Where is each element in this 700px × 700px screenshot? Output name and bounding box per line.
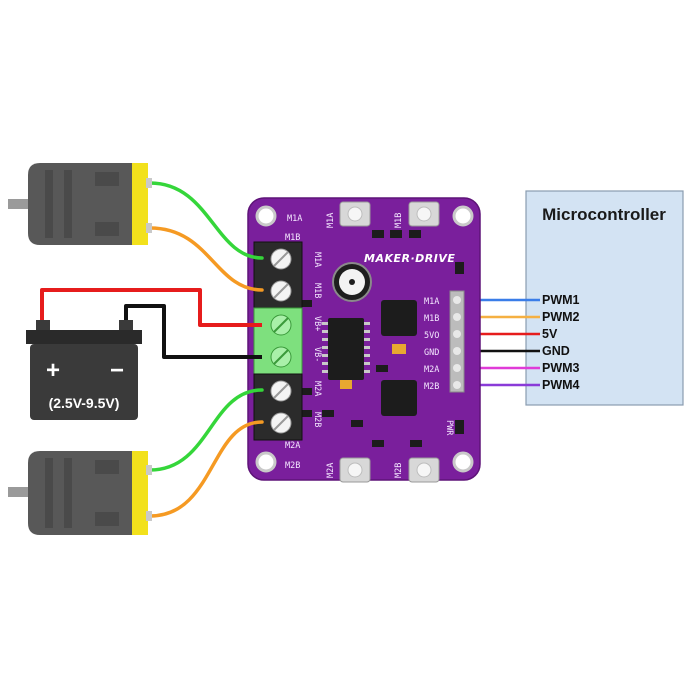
pcb-label-m2a-bottom: M2A (285, 441, 300, 451)
terminal-label-m2b: M2B (312, 412, 322, 427)
terminal-label-m2a: M2A (312, 381, 322, 396)
power-led (392, 344, 406, 354)
header-label-m2b: M2B (424, 382, 439, 392)
button-m2a-bottom[interactable] (339, 457, 371, 483)
microcontroller-title: Microcontroller (542, 205, 666, 224)
battery-wires (40, 288, 262, 359)
mcu-pin-pwm2: PWM2 (542, 310, 580, 324)
driver-ic (322, 318, 370, 380)
mcu-pin-pwm1: PWM1 (542, 293, 580, 307)
microcontroller-box: Microcontroller PWM1 PWM2 5V GND PWM3 PW… (525, 190, 684, 406)
motor-driver-chip-1 (381, 300, 417, 336)
motor-2-shaft (8, 487, 30, 497)
battery: + − (2.5V-9.5V) (26, 320, 142, 420)
mounting-hole-top-left (255, 205, 277, 227)
battery-wire-black (124, 304, 262, 359)
motor-1-wire-orange (148, 226, 264, 292)
motor-2 (8, 451, 152, 535)
button-m1b-top[interactable] (408, 201, 440, 227)
battery-wire-red (40, 288, 262, 327)
terminal-label-vb-plus: VB+ (312, 316, 322, 331)
battery-terminal-positive (36, 320, 50, 330)
mounting-hole-bottom-left (255, 451, 277, 473)
board-brand-logo: MAKER·DRIVE (364, 252, 455, 265)
motor-1-endcap (132, 163, 148, 245)
mounting-hole-bottom-right (452, 451, 474, 473)
pcb-label-m1a-switch: M1A (326, 213, 336, 228)
mcu-pin-5v: 5V (542, 327, 558, 341)
battery-plus-sign: + (46, 357, 60, 384)
battery-voltage-label: (2.5V-9.5V) (49, 395, 120, 411)
header-label-gnd: GND (424, 348, 439, 358)
pin-header (449, 290, 465, 393)
terminal-label-m1b: M1B (312, 283, 322, 298)
motor-2-wires (148, 388, 264, 518)
battery-minus-sign: − (110, 357, 124, 384)
battery-terminal-negative (119, 320, 133, 330)
motor-1-shaft (8, 199, 30, 209)
motor-2-wire-green (148, 388, 264, 472)
pwr-label: PWR (444, 420, 454, 436)
motor-driver-chip-2 (381, 380, 417, 416)
maker-drive-board: M1A M1B M1A M1B M2A M2B M2A M2B MAKER·DR… (247, 197, 481, 483)
header-label-m1b: M1B (424, 314, 439, 324)
battery-top (26, 330, 142, 344)
motor-1-wires (148, 181, 264, 292)
pcb-label-m1b-switch: M1B (394, 213, 404, 228)
button-m1a-top[interactable] (339, 201, 371, 227)
mcu-pin-pwm4: PWM4 (542, 378, 580, 392)
header-label-m1a: M1A (424, 297, 439, 307)
microcontroller-panel (525, 190, 684, 406)
terminal-block-m1 (253, 241, 303, 309)
motor-1-wire-green (148, 181, 264, 260)
pcb-label-m1a-top: M1A (287, 214, 302, 224)
pcb-label-m2b-bottom: M2B (285, 461, 300, 471)
pcb-label-m1b-top: M1B (285, 233, 300, 243)
motor-1 (8, 163, 152, 245)
header-label-m2a: M2A (424, 365, 439, 375)
smd-components (300, 230, 464, 447)
terminal-block-m2 (253, 373, 303, 441)
motor-2-endcap (132, 451, 148, 535)
terminal-label-vb-minus: VB- (312, 347, 322, 362)
pcb-label-m2a-switch: M2A (326, 463, 336, 478)
motor-2-wire-orange (148, 420, 264, 518)
mcu-pin-gnd: GND (542, 344, 570, 358)
pcb-label-m2b-switch: M2B (394, 463, 404, 478)
battery-body (30, 344, 138, 420)
mcu-pin-pwm3: PWM3 (542, 361, 580, 375)
buzzer (332, 262, 372, 302)
terminal-label-m1a: M1A (312, 252, 322, 267)
terminal-block-power (253, 307, 303, 375)
header-label-5vo: 5VO (424, 331, 439, 341)
mounting-hole-top-right (452, 205, 474, 227)
button-m2b-bottom[interactable] (408, 457, 440, 483)
